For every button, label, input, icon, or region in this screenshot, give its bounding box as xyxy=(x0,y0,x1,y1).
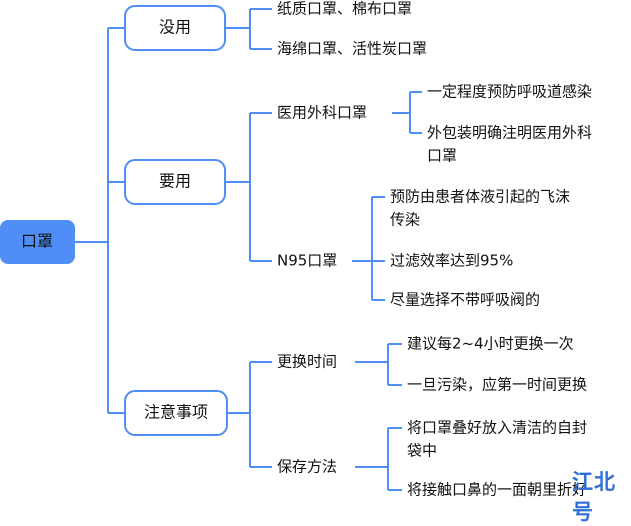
branch-label-2: 要用 xyxy=(159,172,191,191)
leaf-text-1-0-1-0: 外包装明确注明医用外科 xyxy=(427,124,592,142)
leaf-text-1-1-1-0: 过滤效率达到95% xyxy=(390,252,513,270)
leaf-text-2-0-1-0: 一旦污染，应第一时间更换 xyxy=(407,376,587,394)
branch-3-sub-1: 更换时间 xyxy=(277,353,337,371)
branch-label-1: 没用 xyxy=(159,18,191,37)
leaf-text-1-1-2-0: 尽量选择不带呼吸阀的 xyxy=(390,291,540,309)
branch-3-sub-2: 保存方法 xyxy=(277,458,337,476)
branch-1-leaf-2: 海绵口罩、活性炭口罩 xyxy=(277,40,427,58)
root-label: 口罩 xyxy=(21,232,53,251)
leaf-text-1-0-0-0: 一定程度预防呼吸道感染 xyxy=(427,83,592,101)
root-node xyxy=(0,220,75,264)
leaf-text-2-0-0-0: 建议每2~4小时更换一次 xyxy=(407,335,574,353)
branch-label-3: 注意事项 xyxy=(144,403,208,422)
leaf-text-2-1-0-0: 将口罩叠好放入清洁的自封 xyxy=(407,419,587,437)
leaf-text-1-0-1-1: 口罩 xyxy=(427,147,457,165)
branch-2-sub-2: N95口罩 xyxy=(277,252,337,270)
leaf-text-1-1-0-0: 预防由患者体液引起的飞沫 xyxy=(390,188,570,206)
branch-1-leaf-1: 纸质口罩、棉布口罩 xyxy=(277,0,412,18)
leaf-text-1-1-0-1: 传染 xyxy=(390,211,420,229)
leaf-text-2-1-0-1: 袋中 xyxy=(407,442,437,460)
leaf-text-2-1-1-0: 将接触口鼻的一面朝里折好 xyxy=(407,481,587,499)
watermark-logo: 江北号 xyxy=(572,470,616,524)
branch-2-sub-1: 医用外科口罩 xyxy=(277,104,367,122)
